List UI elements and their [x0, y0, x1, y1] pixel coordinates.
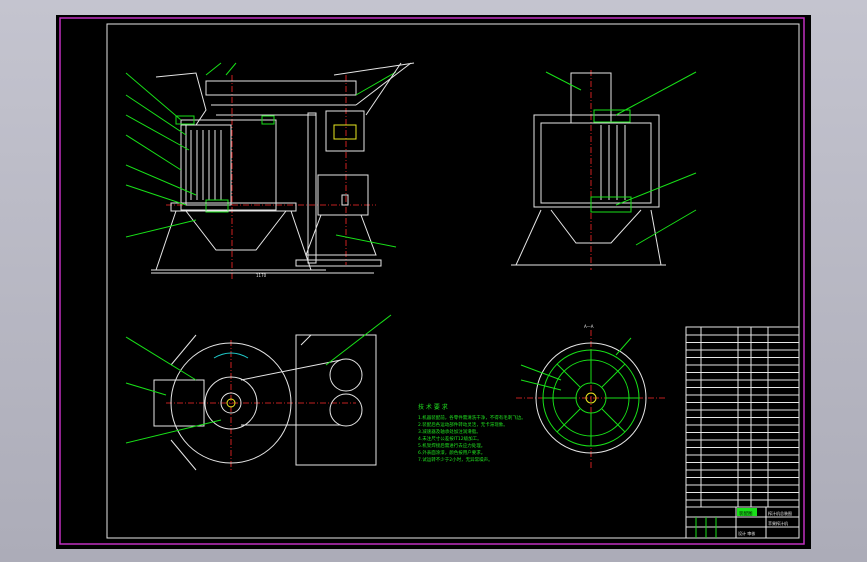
drawing-sheet[interactable]: 1170 A—A 技 术 要 求 1.机器装配前，各零件需清洗干净，不得有毛刺飞…: [56, 15, 811, 549]
tech-line: 4.未注尺寸公差按IT12级加工。: [418, 435, 482, 442]
tech-line: 3.减速器及轴承处加注润滑脂。: [418, 428, 481, 435]
section-view: [516, 330, 666, 470]
drawing-subtitle: 苹果榨汁机: [768, 520, 788, 526]
tech-requirements-heading: 技 术 要 求: [418, 403, 448, 411]
inner-frame: [106, 23, 800, 539]
tech-line: 1.机器装配前，各零件需清洗干净，不得有毛刺飞边。: [418, 414, 526, 421]
tech-line: 6.外表面涂漆，颜色按用户要求。: [418, 449, 485, 456]
title-block-roles: 设计 审核: [738, 530, 755, 536]
dimension-label: 1170: [256, 273, 267, 278]
tech-line: 7.试运转不少于2小时，无异常噪声。: [418, 456, 493, 463]
tech-line: 2.装配后各运动部件转动灵活，无卡滞现象。: [418, 421, 508, 428]
drawing-svg: 1170 A—A 技 术 要 求 1.机器装配前，各零件需清洗干净，不得有毛刺飞…: [59, 17, 805, 545]
top-view: [125, 314, 392, 471]
tech-line: 5.机架焊接后需进行去应力处理。: [418, 442, 485, 449]
side-view: [511, 70, 697, 270]
front-view: [125, 62, 415, 280]
title-highlight: 装配图: [739, 510, 753, 517]
tech-requirements: 技 术 要 求 1.机器装配前，各零件需清洗干净，不得有毛刺飞边。 2.装配后各…: [418, 403, 526, 463]
parts-list: [685, 326, 800, 508]
title-block: [685, 506, 800, 539]
drawing-name: 榨汁机总装图: [768, 510, 792, 516]
section-label: A—A: [584, 324, 594, 329]
outer-frame: [59, 17, 805, 545]
